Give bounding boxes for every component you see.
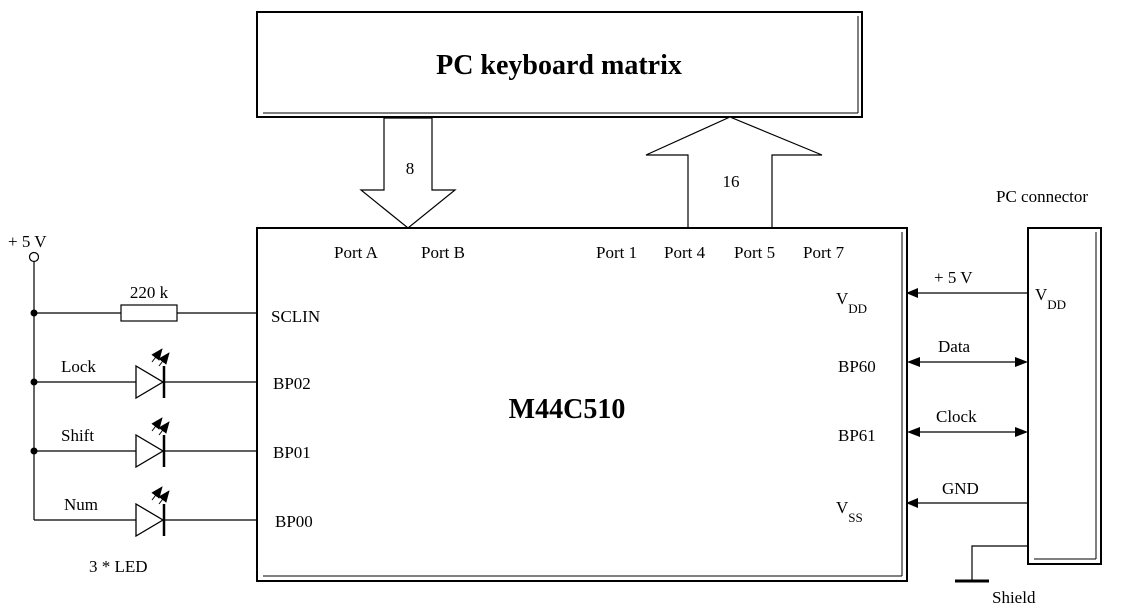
m44c510-chip: M44C510 Port A Port B Port 1 Port 4 Port… xyxy=(256,227,908,582)
pin-vdd-label: VDD xyxy=(836,289,867,316)
port-5-label: Port 5 xyxy=(734,243,775,262)
connector-vdd-label: VDD xyxy=(1035,285,1066,312)
pin-bp01-label: BP01 xyxy=(273,443,311,462)
pin-bp02-label: BP02 xyxy=(273,374,311,393)
port-b-label: Port B xyxy=(421,243,465,262)
bus-width-16-label: 16 xyxy=(723,172,740,191)
resistor-label: 220 k xyxy=(130,283,169,302)
led-circuit: + 5 V 220 k Lock Shift Num xyxy=(8,232,257,576)
port-a-label: Port A xyxy=(334,243,379,262)
led-shift xyxy=(135,433,165,469)
pin-bp61-label: BP61 xyxy=(838,426,876,445)
supply-terminal xyxy=(28,251,40,263)
port-4-label: Port 4 xyxy=(664,243,706,262)
signal-5v-label: + 5 V xyxy=(934,268,973,287)
connector-title: PC connector xyxy=(996,187,1088,206)
port-1-label: Port 1 xyxy=(596,243,637,262)
supply-label: + 5 V xyxy=(8,232,47,251)
signal-clock-label: Clock xyxy=(936,407,977,426)
port-7-label: Port 7 xyxy=(803,243,845,262)
pin-sclin-label: SCLIN xyxy=(271,307,320,326)
pc-connector: PC connector VDD + 5 V Data Clock GND Sh… xyxy=(906,187,1102,607)
pin-bp00-label: BP00 xyxy=(275,512,313,531)
led-lock-label: Lock xyxy=(61,357,96,376)
shield-label: Shield xyxy=(992,588,1036,607)
bus-arrow-8: 8 xyxy=(359,117,457,229)
bus-arrow-16: 16 xyxy=(645,116,823,229)
keyboard-matrix-label: PC keyboard matrix xyxy=(436,50,682,81)
bus-width-8-label: 8 xyxy=(406,159,415,178)
led-num xyxy=(135,502,165,538)
pin-bp60-label: BP60 xyxy=(838,357,876,376)
keyboard-matrix-block: PC keyboard matrix xyxy=(256,11,863,118)
led-lock xyxy=(135,364,165,400)
signal-data-label: Data xyxy=(938,337,971,356)
chip-name: M44C510 xyxy=(509,394,626,425)
signal-gnd-label: GND xyxy=(942,479,979,498)
resistor-220k xyxy=(120,304,178,322)
led-shift-label: Shift xyxy=(61,426,94,445)
pin-vss-label: VSS xyxy=(836,498,863,525)
led-num-label: Num xyxy=(64,495,98,514)
led-caption: 3 * LED xyxy=(89,557,148,576)
